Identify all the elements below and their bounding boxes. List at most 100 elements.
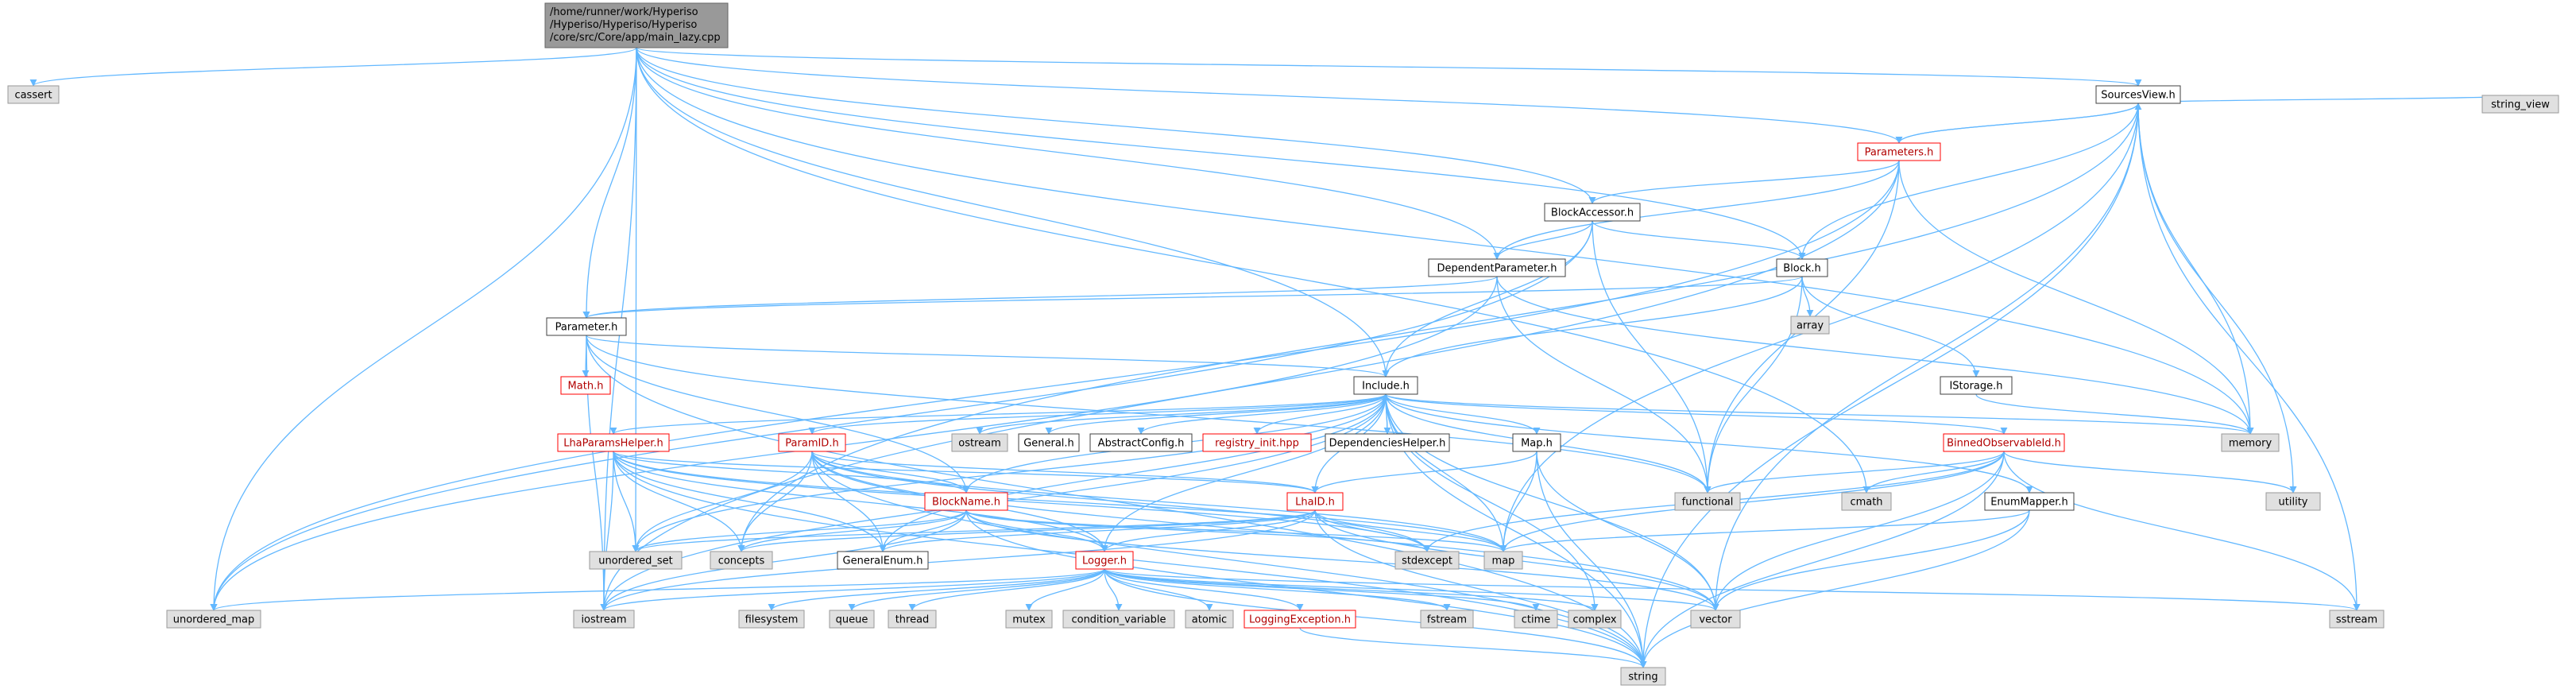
edge-BinnedObservableId-to-sstream	[2003, 451, 2361, 611]
node-label-utility: utility	[2279, 497, 2308, 509]
node-map: map	[1483, 551, 1523, 570]
node-LhaID[interactable]: LhaID.h	[1286, 492, 1344, 511]
node-box-array	[1790, 316, 1830, 335]
edge-Include-to-unordered_set	[632, 393, 1387, 552]
node-complex: complex	[1568, 610, 1622, 629]
edge-Logger-to-fstream	[1104, 568, 1451, 611]
node-Math[interactable]: Math.h	[560, 376, 611, 395]
edge-BinnedObservableId-to-string	[1639, 451, 2005, 668]
edge-LhaID-to-concepts	[737, 509, 1316, 552]
node-label-Parameters: Parameters.h	[1865, 147, 1934, 159]
edge-ParamID-to-LhaID	[811, 451, 1319, 494]
edge-SourcesView-to-string_view	[2137, 95, 2524, 104]
node-box-LoggingException	[1244, 610, 1356, 629]
edge-root-to-Include	[636, 47, 1390, 377]
edge-Logger-to-ctime	[1104, 568, 1540, 611]
edge-Parameters-to-DependentParameter	[1493, 160, 1900, 260]
node-registry_init[interactable]: registry_init.hpp	[1202, 433, 1312, 452]
node-box-string_view	[2481, 95, 2559, 114]
node-DependenciesHelper[interactable]: DependenciesHelper.h	[1325, 433, 1450, 452]
edge-Map-to-vector	[1536, 451, 1719, 611]
node-box-Parameter	[546, 317, 627, 336]
edge-Parameters-to-memory	[1898, 160, 2254, 435]
node-LhaParamsHelper[interactable]: LhaParamsHelper.h	[557, 433, 670, 452]
node-unordered_set: unordered_set	[589, 551, 683, 570]
node-label-cmath: cmath	[1850, 497, 1882, 509]
edge-SourcesView-to-memory	[2137, 103, 2254, 435]
node-Block[interactable]: Block.h	[1776, 258, 1828, 277]
node-BlockAccessor[interactable]: BlockAccessor.h	[1544, 203, 1641, 222]
node-LoggingException[interactable]: LoggingException.h	[1244, 610, 1356, 629]
node-box-BinnedObservableId	[1943, 433, 2065, 452]
node-label-IStorage: IStorage.h	[1949, 381, 2002, 393]
node-box-ostream	[951, 433, 1008, 452]
node-ctime: ctime	[1514, 610, 1558, 629]
edge-root-to-cassert	[29, 47, 637, 87]
node-box-SourcesView	[2095, 85, 2181, 104]
edge-root-to-unordered_map	[210, 47, 637, 611]
node-box-General	[1018, 433, 1080, 452]
node-AbstractConfig[interactable]: AbstractConfig.h	[1089, 433, 1193, 452]
edge-LhaID-to-string	[1314, 509, 1647, 668]
edge-Logger-to-LoggingException	[1104, 568, 1304, 611]
edge-BlockName-to-map	[965, 509, 1507, 552]
node-box-sstream	[2329, 610, 2385, 629]
node-BlockName[interactable]: BlockName.h	[924, 492, 1008, 511]
edge-DependenciesHelper-to-Include	[1382, 393, 1390, 435]
edge-BinnedObservableId-to-vector	[1712, 451, 2005, 611]
node-General[interactable]: General.h	[1018, 433, 1080, 452]
node-Parameter[interactable]: Parameter.h	[546, 317, 627, 336]
node-label-iostream: iostream	[581, 614, 626, 626]
node-label-atomic: atomic	[1192, 614, 1227, 626]
node-ParamID[interactable]: ParamID.h	[778, 433, 846, 452]
node-box-root	[544, 2, 729, 48]
edge-LhaParamsHelper-to-unordered_set	[613, 451, 640, 552]
node-Map[interactable]: Map.h	[1512, 433, 1561, 452]
node-Logger[interactable]: Logger.h	[1075, 551, 1134, 570]
node-label-General: General.h	[1023, 438, 1074, 450]
node-root[interactable]: /home/runner/work/Hyperiso/Hyperiso/Hype…	[544, 2, 729, 48]
node-sstream: sstream	[2329, 610, 2385, 629]
node-mutex: mutex	[1005, 610, 1053, 629]
edge-BlockAccessor-to-functional	[1592, 220, 1712, 494]
node-label-registry_init: registry_init.hpp	[1215, 438, 1299, 450]
node-box-atomic	[1185, 610, 1234, 629]
edge-layer	[29, 47, 2524, 668]
edge-root-to-Block	[636, 47, 1806, 260]
edge-LhaParamsHelper-to-iostream	[600, 451, 614, 611]
node-SourcesView[interactable]: SourcesView.h	[2095, 85, 2181, 104]
node-box-LhaID	[1286, 492, 1344, 511]
edge-Block-to-Include	[1382, 276, 1803, 377]
edge-LhaParamsHelper-to-Logger	[613, 451, 1108, 552]
edge-SourcesView-to-Block	[1798, 103, 2139, 260]
edge-IStorage-to-memory	[1975, 393, 2254, 435]
node-label-Math: Math.h	[568, 381, 604, 393]
node-label-BlockAccessor: BlockAccessor.h	[1551, 207, 1634, 219]
node-iostream: iostream	[573, 610, 635, 629]
node-label-Parameter: Parameter.h	[555, 322, 618, 334]
node-Include[interactable]: Include.h	[1353, 376, 1418, 395]
edge-BlockAccessor-to-DependentParameter	[1493, 220, 1593, 260]
node-stdexcept: stdexcept	[1394, 551, 1460, 570]
node-EnumMapper[interactable]: EnumMapper.h	[1984, 492, 2075, 511]
node-label-Map: Map.h	[1521, 438, 1553, 450]
node-DependentParameter[interactable]: DependentParameter.h	[1428, 258, 1566, 277]
node-BinnedObservableId[interactable]: BinnedObservableId.h	[1943, 433, 2065, 452]
node-box-DependentParameter	[1428, 258, 1566, 277]
node-label-memory: memory	[2229, 438, 2272, 450]
node-label-concepts: concepts	[718, 556, 765, 567]
node-label-LhaParamsHelper: LhaParamsHelper.h	[563, 438, 663, 450]
node-IStorage[interactable]: IStorage.h	[1940, 376, 2013, 395]
node-box-Map	[1512, 433, 1561, 452]
node-box-iostream	[573, 610, 635, 629]
node-box-vector	[1690, 610, 1741, 629]
node-box-cassert	[7, 85, 60, 104]
node-label-string: string	[1628, 672, 1657, 683]
node-Parameters[interactable]: Parameters.h	[1857, 142, 1941, 161]
edge-LhaID-to-map	[1314, 509, 1507, 552]
edge-LhaParamsHelper-to-BlockName	[613, 451, 970, 494]
node-thread: thread	[888, 610, 937, 629]
node-GeneralEnum[interactable]: GeneralEnum.h	[837, 551, 929, 570]
edge-LhaParamsHelper-to-concepts	[613, 451, 745, 552]
edge-Parameters-to-BlockAccessor	[1588, 160, 1900, 204]
